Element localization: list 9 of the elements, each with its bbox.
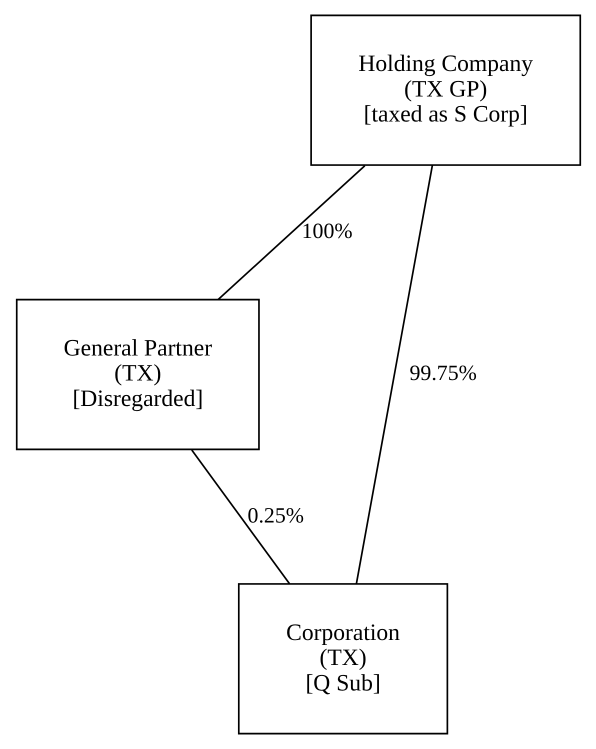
edge-label: 0.25% <box>247 503 304 528</box>
node-box: General Partner (TX) [Disregarded] <box>15 298 260 450</box>
connector <box>190 450 290 584</box>
connector <box>355 165 433 584</box>
edge-label: 100% <box>301 219 352 244</box>
edge-label: 99.75% <box>408 361 476 386</box>
node-box: Holding Company (TX GP) [taxed as S Corp] <box>310 14 581 166</box>
connector <box>217 165 365 300</box>
node-box: Corporation (TX) [Q Sub] <box>237 583 448 734</box>
